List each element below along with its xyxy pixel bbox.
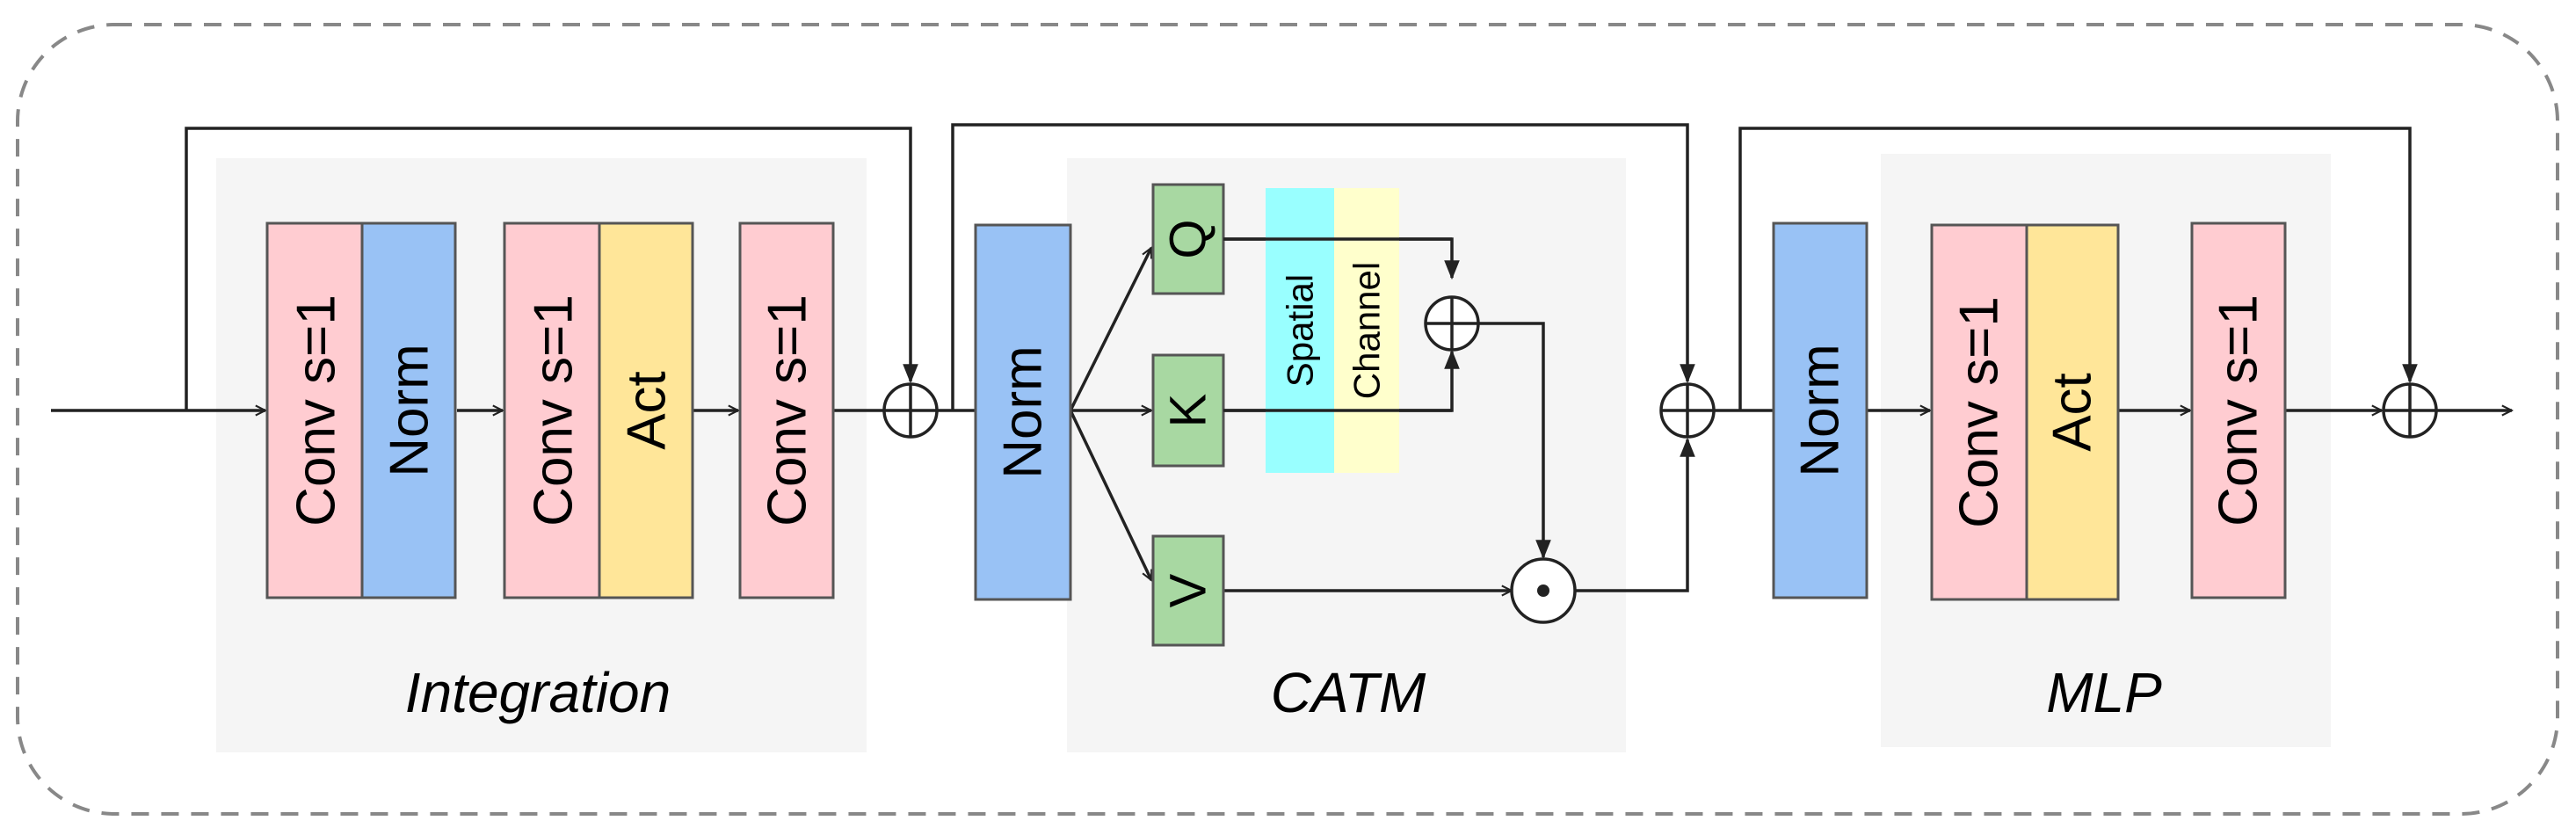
outer-dashed-border bbox=[16, 23, 2559, 816]
spatial-attention-bar bbox=[1266, 188, 1334, 473]
integration-conv-block-2 bbox=[503, 221, 601, 599]
mlp-act-label: Act bbox=[2043, 373, 2103, 452]
add-operator-2 bbox=[1424, 295, 1480, 352]
channel-attention-bar bbox=[1334, 188, 1399, 473]
value-block bbox=[1151, 534, 1225, 647]
arrow-norm-to-q bbox=[1069, 248, 1153, 411]
integration-conv-block-3 bbox=[738, 221, 835, 599]
arrow-norm-to-v bbox=[1069, 410, 1153, 580]
spatial-label: Spatial bbox=[1280, 274, 1321, 387]
mlp-conv-block-2 bbox=[2190, 221, 2287, 599]
catm-label: CATM bbox=[1271, 661, 1426, 724]
key-block bbox=[1151, 353, 1225, 468]
add-operator-4 bbox=[2382, 382, 2438, 439]
integration-conv-label-2: Conv s=1 bbox=[524, 294, 584, 526]
mlp-norm-block bbox=[1772, 221, 1869, 599]
integration-conv-block-1 bbox=[265, 221, 364, 599]
integration-norm-label: Norm bbox=[380, 344, 440, 477]
integration-conv-label-3: Conv s=1 bbox=[758, 294, 818, 526]
mlp-conv-block-1 bbox=[1930, 223, 2028, 601]
add-operator-3 bbox=[1659, 382, 1716, 439]
integration-act-label: Act bbox=[617, 371, 678, 450]
arrow-add2-to-mul bbox=[1478, 322, 1551, 560]
query-label: Q bbox=[1160, 219, 1217, 258]
skip-connection-mlp bbox=[1738, 127, 2418, 410]
skip-connection-integration bbox=[185, 127, 918, 410]
add-operator-1 bbox=[882, 382, 939, 439]
integration-act-block bbox=[598, 221, 694, 599]
catm-norm-block bbox=[974, 223, 1072, 601]
arrow-mul-to-add3 bbox=[1575, 437, 1695, 592]
mlp-norm-label: Norm bbox=[1790, 344, 1851, 477]
mlp-label: MLP bbox=[2046, 661, 2162, 724]
integration-norm-block bbox=[360, 221, 457, 599]
key-label: K bbox=[1160, 393, 1217, 427]
integration-conv-label-1: Conv s=1 bbox=[287, 294, 347, 526]
channel-label: Channel bbox=[1346, 262, 1388, 399]
mlp-conv-label-2: Conv s=1 bbox=[2209, 294, 2269, 526]
skip-connection-catm bbox=[951, 123, 1695, 410]
query-block bbox=[1151, 183, 1225, 295]
mlp-act-block bbox=[2025, 223, 2120, 601]
catm-norm-label: Norm bbox=[993, 345, 1054, 479]
integration-label: Integration bbox=[405, 661, 671, 724]
multiply-operator bbox=[1510, 557, 1577, 624]
mlp-conv-label-1: Conv s=1 bbox=[1949, 296, 2010, 528]
value-label: V bbox=[1160, 573, 1217, 607]
